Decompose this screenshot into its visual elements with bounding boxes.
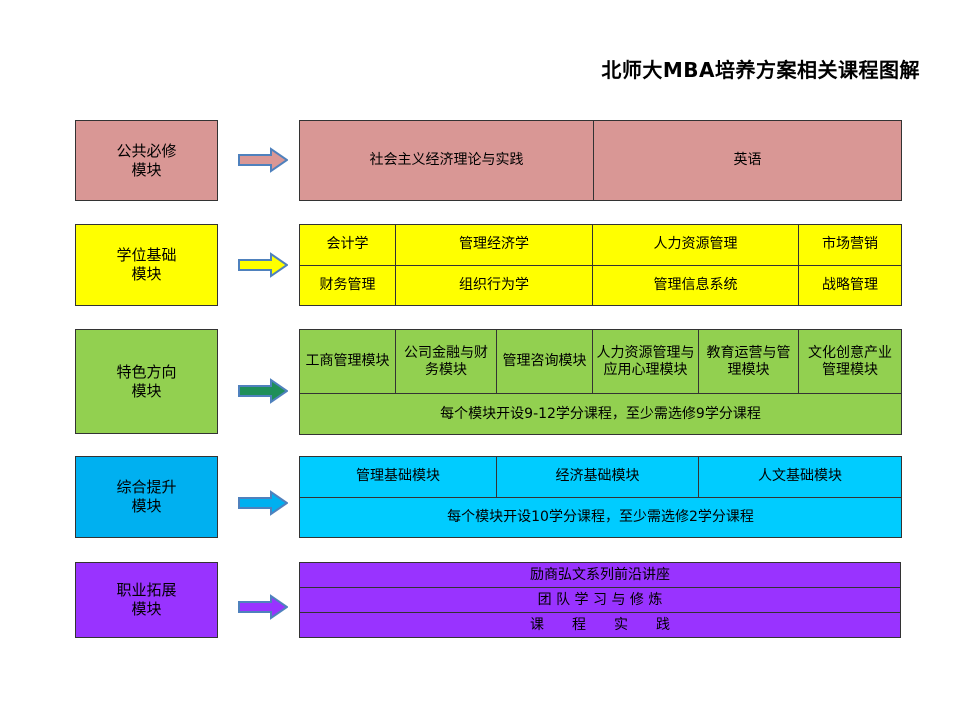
module-cell: 公司金融与财 务模块 xyxy=(395,329,497,394)
arrow-right-icon xyxy=(238,147,288,173)
module-box-degree: 学位基础 模块 xyxy=(75,224,218,306)
course-cell: 组织行为学 xyxy=(395,264,593,306)
module-cell: 教育运营与管 理模块 xyxy=(698,329,799,394)
course-cell: 人力资源管理 xyxy=(592,224,799,266)
table-row: 每个模块开设10学分课程，至少需选修2学分课程 xyxy=(299,496,902,538)
table-row: 课 程 实 践 xyxy=(299,612,901,638)
course-cell: 战略管理 xyxy=(798,264,902,306)
module-cell: 工商管理模块 xyxy=(299,329,396,394)
career-item: 团 队 学 习 与 修 炼 xyxy=(299,587,901,613)
module-box-comprehensive: 综合提升 模块 xyxy=(75,456,218,538)
feature-modules-table: 工商管理模块 公司金融与财 务模块 管理咨询模块 人力资源管理与 应用心理模块 … xyxy=(299,329,902,435)
arrow-right-icon xyxy=(238,490,288,516)
table-row: 工商管理模块 公司金融与财 务模块 管理咨询模块 人力资源管理与 应用心理模块 … xyxy=(299,329,902,394)
course-cell: 管理信息系统 xyxy=(592,264,799,306)
course-cell: 会计学 xyxy=(299,224,396,266)
career-item: 课 程 实 践 xyxy=(299,612,901,638)
arrow-shape xyxy=(238,594,288,620)
arrow-right-icon xyxy=(238,378,288,404)
module-box-feature: 特色方向 模块 xyxy=(75,329,218,434)
public-courses-table: 社会主义经济理论与实践 英语 xyxy=(299,120,902,201)
module-cell: 人文基础模块 xyxy=(698,456,902,498)
arrow-right-icon xyxy=(238,594,288,620)
course-cell: 管理经济学 xyxy=(395,224,593,266)
course-cell: 英语 xyxy=(593,120,902,201)
module-cell: 管理基础模块 xyxy=(299,456,497,498)
table-row: 管理基础模块 经济基础模块 人文基础模块 xyxy=(299,456,902,498)
arrow-shape xyxy=(238,147,288,173)
module-note: 每个模块开设10学分课程，至少需选修2学分课程 xyxy=(299,496,902,538)
module-cell: 人力资源管理与 应用心理模块 xyxy=(592,329,699,394)
arrow-right-icon xyxy=(238,252,288,278)
table-row: 团 队 学 习 与 修 炼 xyxy=(299,587,901,613)
course-cell: 市场营销 xyxy=(798,224,902,266)
module-cell: 经济基础模块 xyxy=(496,456,699,498)
arrow-shape xyxy=(238,490,288,516)
comprehensive-modules-table: 管理基础模块 经济基础模块 人文基础模块 每个模块开设10学分课程，至少需选修2… xyxy=(299,456,902,538)
career-item: 励商弘文系列前沿讲座 xyxy=(299,562,901,588)
table-row: 励商弘文系列前沿讲座 xyxy=(299,562,901,588)
table-row: 社会主义经济理论与实践 英语 xyxy=(299,120,902,201)
module-cell: 管理咨询模块 xyxy=(496,329,593,394)
module-box-public: 公共必修 模块 xyxy=(75,120,218,201)
module-box-career: 职业拓展 模块 xyxy=(75,562,218,638)
module-note: 每个模块开设9-12学分课程，至少需选修9学分课程 xyxy=(299,393,902,435)
course-cell: 社会主义经济理论与实践 xyxy=(299,120,594,201)
arrow-shape xyxy=(238,252,288,278)
table-row: 每个模块开设9-12学分课程，至少需选修9学分课程 xyxy=(299,393,902,435)
career-items-table: 励商弘文系列前沿讲座 团 队 学 习 与 修 炼 课 程 实 践 xyxy=(299,562,901,638)
degree-courses-table: 会计学 管理经济学 人力资源管理 市场营销 财务管理 组织行为学 管理信息系统 … xyxy=(299,224,902,306)
course-cell: 财务管理 xyxy=(299,264,396,306)
page-title: 北师大MBA培养方案相关课程图解 xyxy=(601,58,920,82)
module-cell: 文化创意产业 管理模块 xyxy=(798,329,902,394)
arrow-shape xyxy=(238,378,288,404)
table-row: 财务管理 组织行为学 管理信息系统 战略管理 xyxy=(299,264,902,306)
table-row: 会计学 管理经济学 人力资源管理 市场营销 xyxy=(299,224,902,266)
